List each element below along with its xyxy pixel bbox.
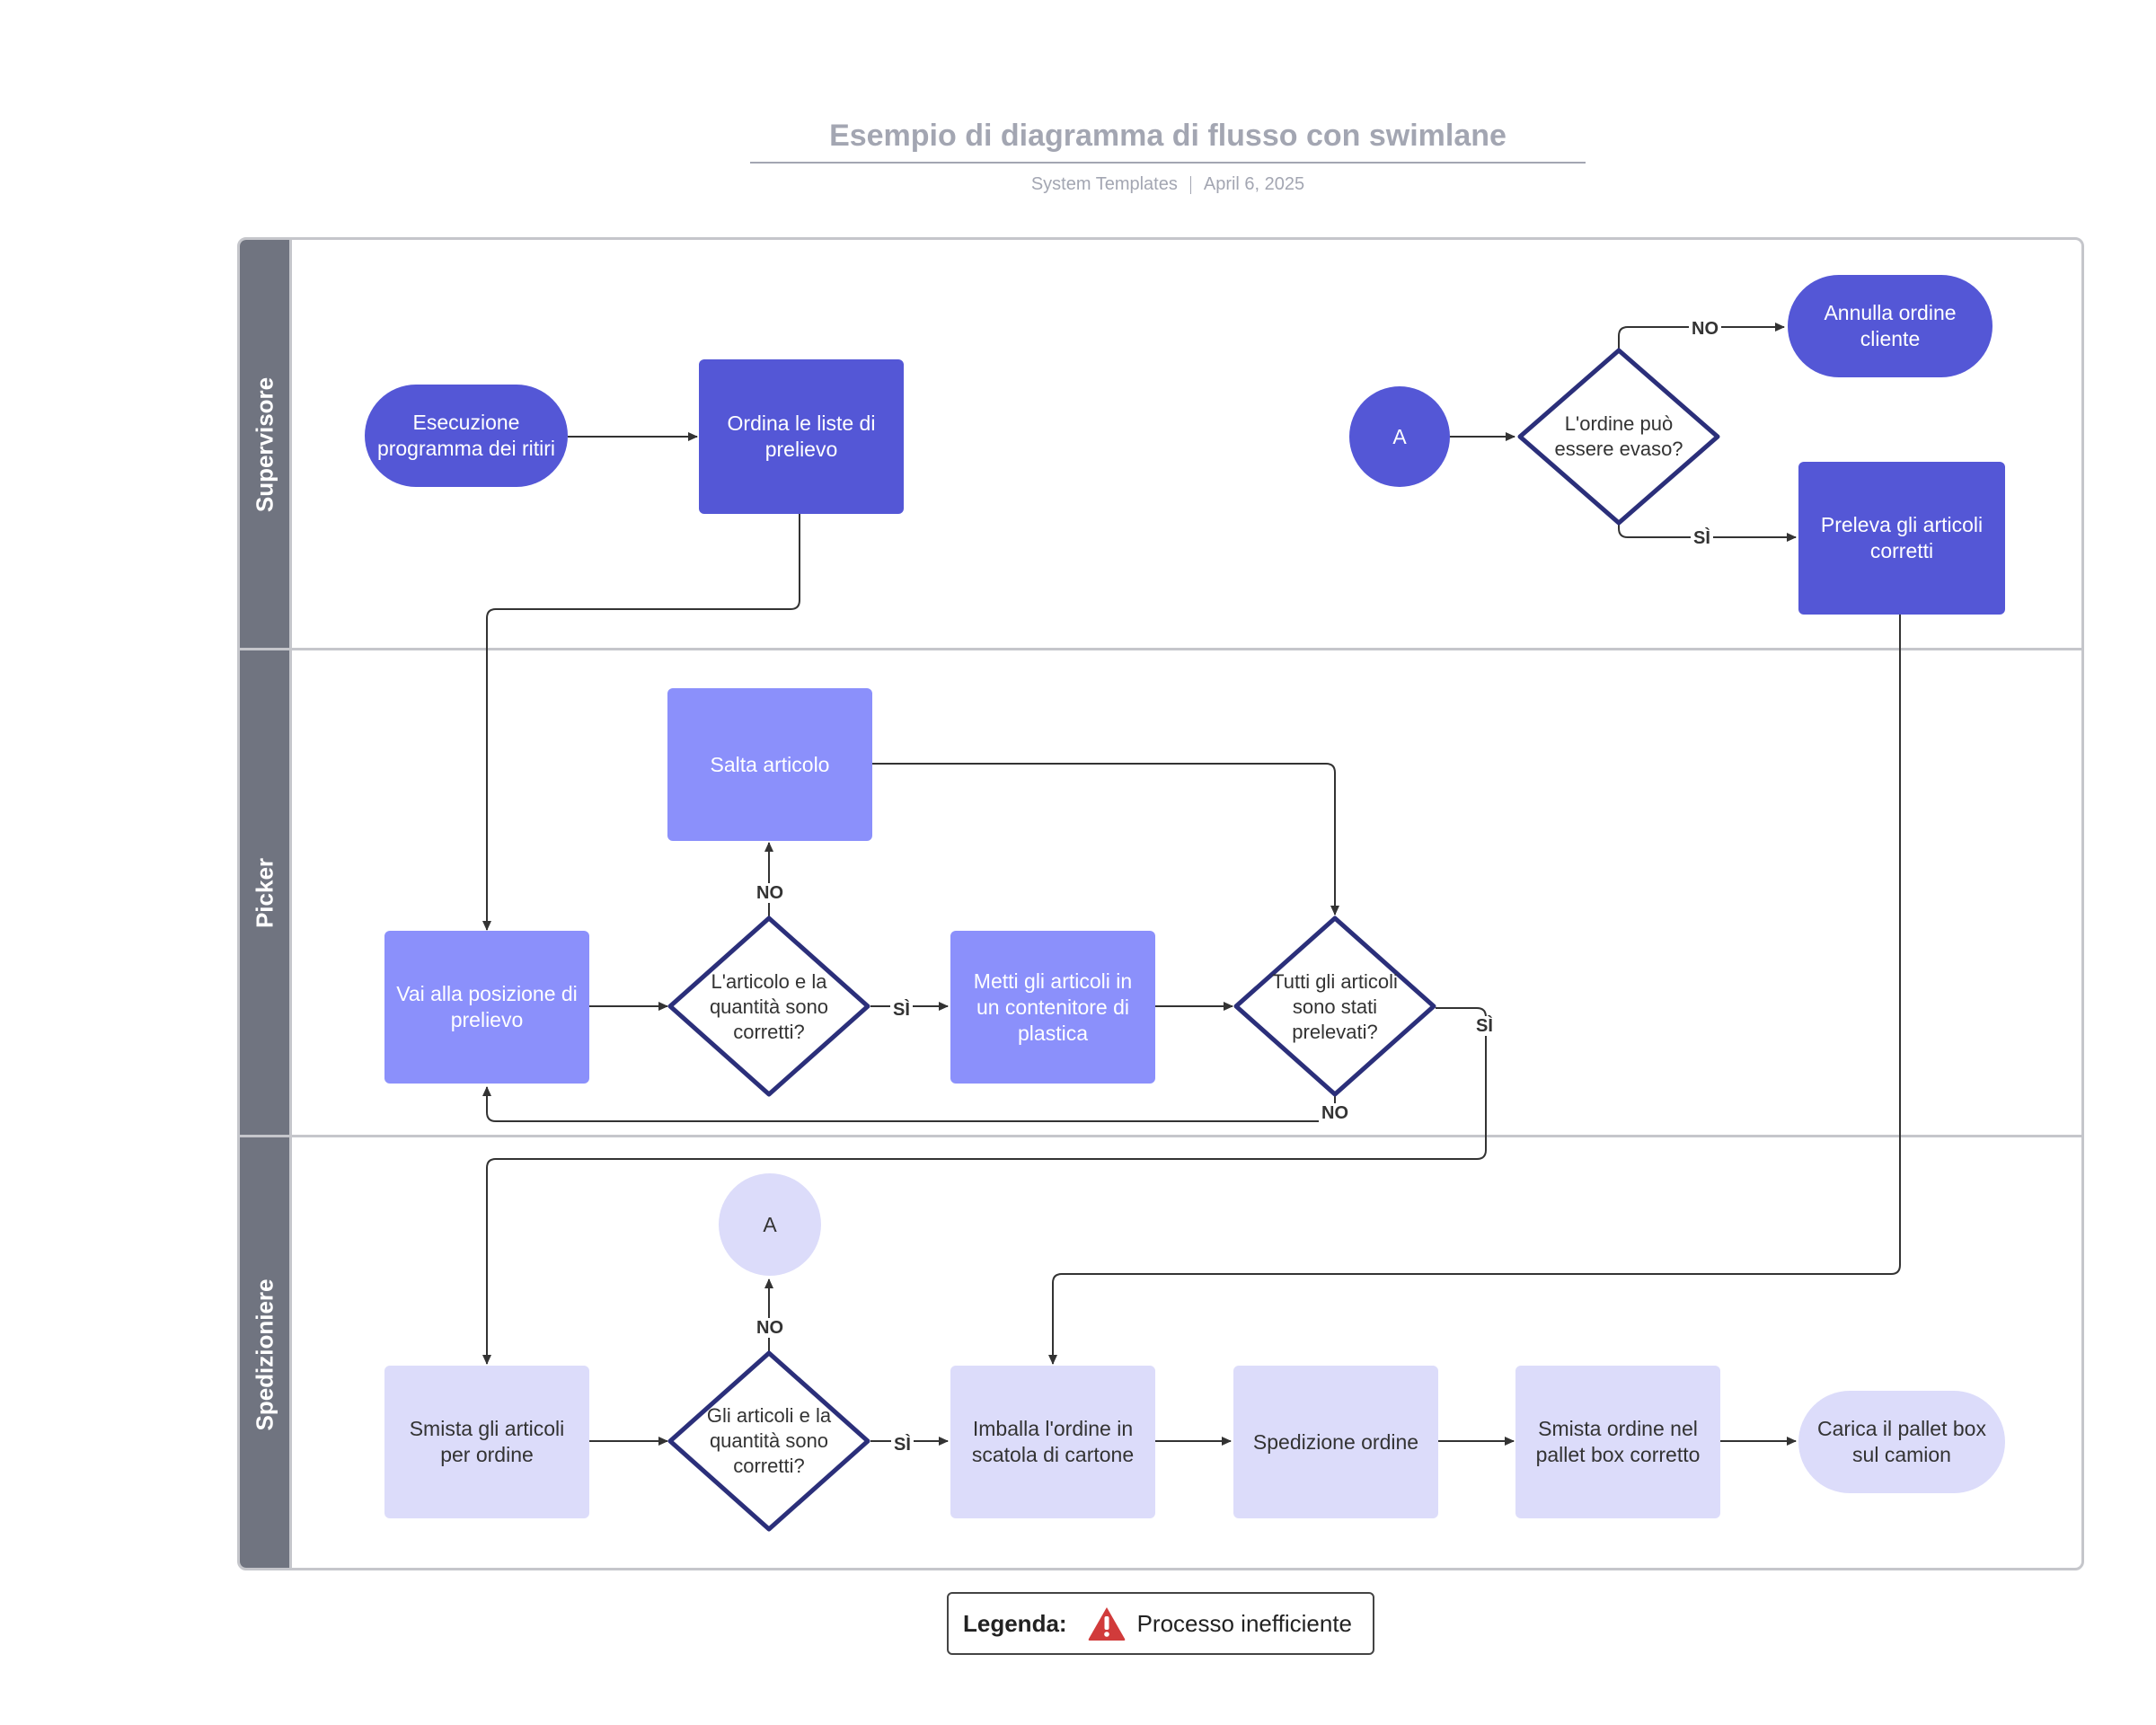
legend-title: Legenda: <box>963 1609 1067 1637</box>
edge-ordina-vai <box>482 514 800 931</box>
date-label: April 6, 2025 <box>1203 174 1305 194</box>
edge-tutti-vai <box>482 1086 1336 1122</box>
node-imballa[interactable]: Imballa l'ordine in scatola di cartone <box>950 1366 1155 1518</box>
edge-label-no: NO <box>1689 319 1721 339</box>
connector-a-bottom[interactable]: A <box>719 1173 821 1276</box>
decision-ordine-evaso-shape <box>1517 348 1720 526</box>
source-label: System Templates <box>1030 174 1178 194</box>
edge-tutti-smista <box>482 1007 1487 1365</box>
lane-divider <box>240 1135 2081 1137</box>
edge-label-no: NO <box>754 1318 786 1338</box>
node-esecuzione[interactable]: Esecuzione programma dei ritiri <box>365 385 568 487</box>
decision-gli-articoli[interactable]: Gli articoli e la quantità sono corretti… <box>706 1404 832 1477</box>
edge-label-si: SÌ <box>1691 528 1713 548</box>
page-title: Esempio di diagramma di flusso con swiml… <box>829 119 1507 153</box>
edge-label-no: NO <box>1319 1103 1351 1123</box>
lane-divider <box>240 648 2081 650</box>
warning-icon <box>1088 1607 1125 1641</box>
legend-item-label: Processo inefficiente <box>1136 1609 1353 1637</box>
meta-separator <box>1189 175 1191 194</box>
page-meta: System Templates April 6, 2025 <box>750 174 1586 195</box>
node-annulla[interactable]: Annulla ordine cliente <box>1788 275 1993 377</box>
decision-tutti-shape <box>1233 916 1436 1097</box>
connector-a-top[interactable]: A <box>1349 386 1450 487</box>
edge-label-no: NO <box>754 883 786 903</box>
node-carica[interactable]: Carica il pallet box sul camion <box>1798 1391 2005 1493</box>
title-underline <box>750 162 1586 164</box>
node-spedizione[interactable]: Spedizione ordine <box>1233 1366 1438 1518</box>
node-ordina[interactable]: Ordina le liste di prelievo <box>699 359 904 514</box>
edge-label-si: SÌ <box>890 1000 913 1020</box>
edge-label-si: SÌ <box>1473 1016 1496 1036</box>
node-metti[interactable]: Metti gli articoli in un contenitore di … <box>950 931 1155 1084</box>
legend: Legenda: Processo inefficiente <box>947 1592 1374 1655</box>
node-salta[interactable]: Salta articolo <box>667 688 872 841</box>
edge-preleva-imballa <box>1048 615 1901 1365</box>
edge-decision-annulla <box>1618 323 1785 349</box>
node-smista[interactable]: Smista gli articoli per ordine <box>384 1366 589 1518</box>
lane-header-supervisore: Supervisore <box>240 240 292 650</box>
decision-articolo-shape <box>667 916 870 1097</box>
decision-ordine-evaso[interactable]: L'ordine può essere evaso? <box>1554 412 1683 460</box>
lane-header-spedizioniere: Spedizioniere <box>240 1137 292 1568</box>
decision-articolo[interactable]: L'articolo e la quantità sono corretti? <box>709 970 829 1043</box>
decision-gli-articoli-shape <box>667 1350 870 1532</box>
swimlane-pool: Supervisore Picker Spedizioniere <box>237 237 2084 1570</box>
node-smista-pallet[interactable]: Smista ordine nel pallet box corretto <box>1515 1366 1720 1518</box>
edge-decision-preleva <box>1618 525 1797 542</box>
lane-header-picker: Picker <box>240 650 292 1137</box>
edge-salta-tutti <box>872 763 1339 916</box>
node-preleva[interactable]: Preleva gli articoli corretti <box>1798 462 2005 615</box>
edge-label-si: SÌ <box>891 1435 914 1455</box>
node-vai[interactable]: Vai alla posizione di prelievo <box>384 931 589 1084</box>
decision-tutti[interactable]: Tutti gli articoli sono stati prelevati? <box>1272 970 1398 1043</box>
